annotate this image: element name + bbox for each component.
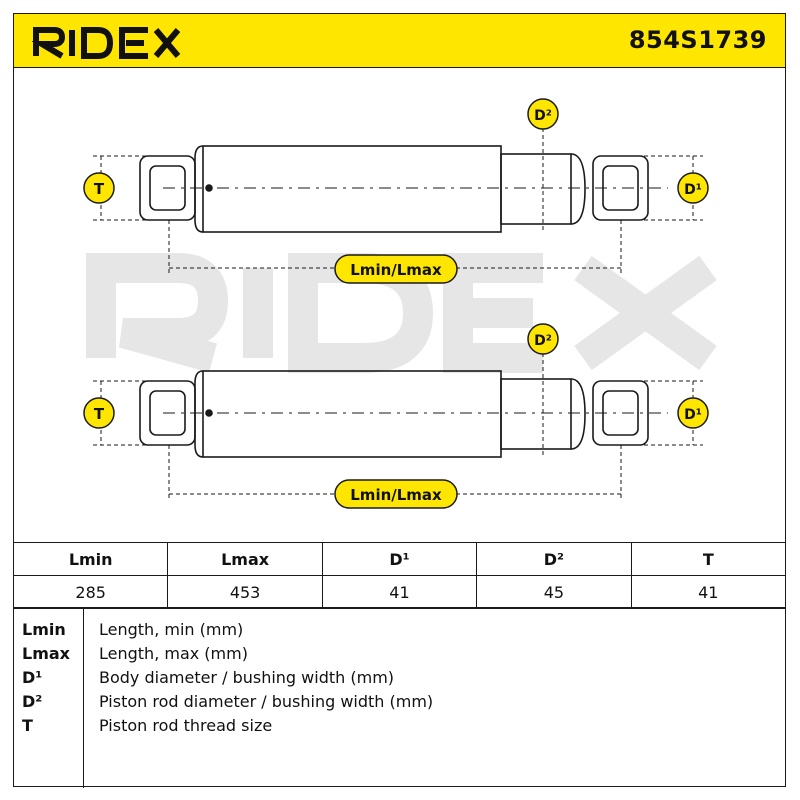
callout-length-bottom: Lmin/Lmax (334, 479, 458, 509)
callout-t-bottom: T (83, 397, 115, 429)
legend-key: Lmax (22, 644, 70, 663)
value-lmax: 453 (167, 575, 323, 609)
spec-table-header-row: Lmin Lmax D¹ D² T (12, 542, 787, 576)
callout-length-top: Lmin/Lmax (334, 254, 458, 284)
legend-description: Length, max (mm) (99, 644, 248, 663)
legend-item: D¹ Body diameter / bushing width (mm) (13, 668, 786, 692)
legend-key: Lmin (22, 620, 66, 639)
legend-key: T (22, 716, 33, 735)
ridex-logo-icon (31, 27, 181, 59)
value-d2: 45 (476, 575, 632, 609)
brand-logo (31, 22, 212, 66)
callout-d1-top-label: D¹ (684, 182, 702, 198)
header-t: T (630, 542, 787, 576)
legend-description: Length, min (mm) (99, 620, 244, 639)
value-t: 41 (630, 575, 787, 609)
legend-description: Body diameter / bushing width (mm) (99, 668, 395, 687)
callout-d2-top: D² (527, 98, 559, 130)
spec-table: Lmin Lmax D¹ D² T 285 453 41 45 41 (12, 542, 787, 609)
legend-description: Piston rod diameter / bushing width (mm) (99, 692, 434, 711)
legend-divider (83, 608, 84, 788)
part-number: 854S1739 (628, 26, 767, 54)
legend-item: D² Piston rod diameter / bushing width (… (13, 692, 786, 716)
legend-item: Lmin Length, min (mm) (13, 620, 786, 644)
header-lmax: Lmax (167, 542, 323, 576)
callout-d1-bottom: D¹ (677, 397, 709, 429)
legend-key: D¹ (22, 668, 43, 687)
callout-t-top: T (83, 172, 115, 204)
callout-length-top-label: Lmin/Lmax (350, 261, 442, 279)
header-d1: D¹ (321, 542, 478, 576)
callout-d2-bottom: D² (527, 323, 559, 355)
legend-item: Lmax Length, max (mm) (13, 644, 786, 668)
legend-description: Piston rod thread size (99, 716, 273, 735)
legend-key: D² (22, 692, 43, 711)
legend-item: T Piston rod thread size (13, 716, 786, 740)
callout-d1-bottom-label: D¹ (684, 407, 702, 423)
header-lmin: Lmin (12, 542, 169, 576)
legend: Lmin Length, min (mm) Lmax Length, max (… (13, 607, 786, 788)
callout-t-top-label: T (94, 180, 105, 198)
shock-absorber-drawing: T T D¹ D¹ D² D² (83, 98, 717, 509)
header-bar: 854S1739 (13, 13, 786, 68)
value-d1: 41 (321, 575, 478, 609)
callout-d2-bottom-label: D² (534, 333, 552, 349)
callout-length-bottom-label: Lmin/Lmax (350, 486, 442, 504)
header-d2: D² (476, 542, 632, 576)
callout-d2-top-label: D² (534, 108, 552, 124)
shock-absorber-top (139, 145, 668, 233)
shock-absorber-bottom (139, 370, 668, 458)
spec-table-value-row: 285 453 41 45 41 (12, 575, 787, 609)
value-lmin: 285 (12, 575, 169, 609)
callout-t-bottom-label: T (94, 405, 105, 423)
technical-drawing: T T D¹ D¹ D² D² (13, 68, 786, 542)
callout-d1-top: D¹ (677, 172, 709, 204)
